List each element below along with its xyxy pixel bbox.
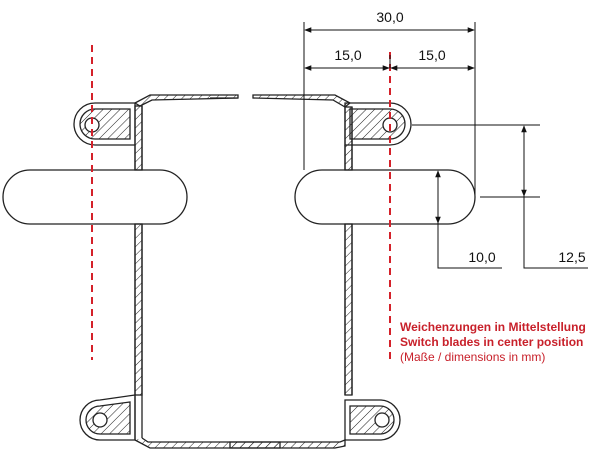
dim-half-left: 15,0 (334, 47, 361, 63)
left-blade (2, 169, 188, 225)
right-blade (294, 169, 476, 225)
right-switch-profile (229, 94, 476, 449)
left-lower-hole (92, 412, 108, 428)
right-lower-lug (344, 399, 401, 441)
right-upper-lug (344, 102, 412, 146)
dim-lug-offset: 12,5 (558, 249, 585, 265)
left-top-flange (133, 94, 239, 107)
caption-note: Weichenzungen in Mittelstellung Switch b… (400, 320, 586, 365)
right-lower-hole (374, 412, 390, 428)
left-lower-lug (79, 394, 136, 441)
left-upper-lug (73, 102, 136, 146)
dim-blade-height: 10,0 (468, 249, 495, 265)
caption-line-en: Switch blades in center position (400, 335, 584, 349)
caption-units: (Maße / dimensions in mm) (400, 350, 546, 364)
right-top-flange (252, 94, 352, 108)
dim-overall-width: 30,0 (376, 9, 403, 25)
dim-half-right: 15,0 (418, 47, 445, 63)
left-switch-profile (2, 94, 281, 449)
caption-line-de: Weichenzungen in Mittelstellung (400, 320, 586, 334)
dimension-lines (303, 22, 588, 269)
